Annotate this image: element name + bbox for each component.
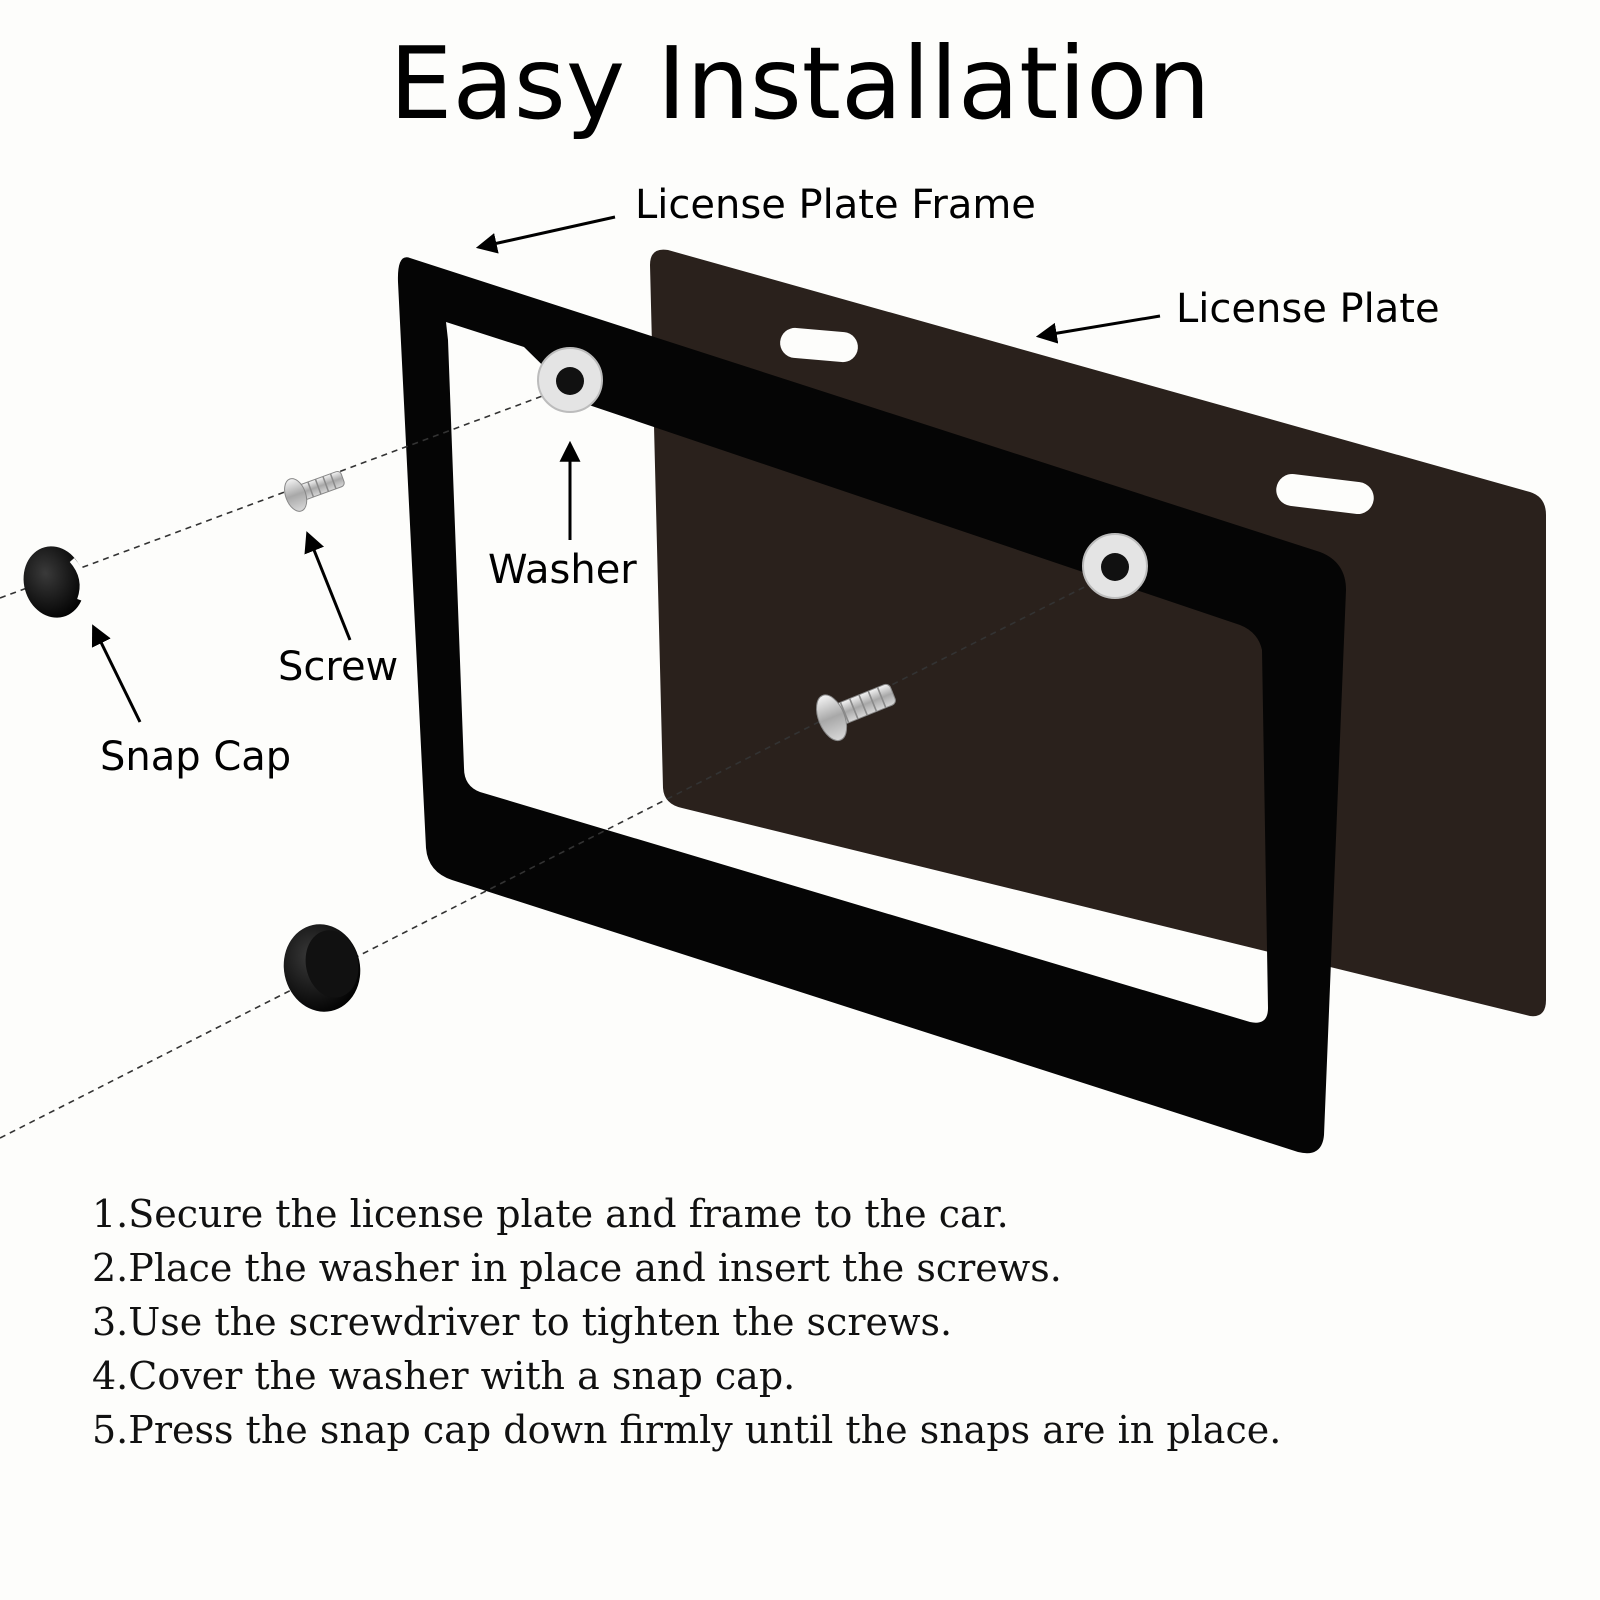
step-4: 4.Cover the washer with a snap cap. — [92, 1354, 795, 1398]
step-1: 1.Secure the license plate and frame to … — [92, 1192, 1009, 1236]
label-snap-cap: Snap Cap — [100, 734, 291, 780]
label-screw: Screw — [278, 644, 398, 690]
screw-arrow — [304, 531, 352, 641]
plate-arrow — [1035, 314, 1161, 344]
snap-cap-arrow — [91, 624, 142, 723]
screw-top — [284, 470, 345, 512]
step-2: 2.Place the washer in place and insert t… — [92, 1246, 1062, 1290]
installation-steps: 1.Secure the license plate and frame to … — [92, 1192, 1281, 1452]
label-license-plate: License Plate — [1176, 286, 1440, 332]
label-license-plate-frame: License Plate Frame — [635, 182, 1036, 228]
license-plate-frame — [397, 257, 1346, 1154]
alignment-threads — [0, 384, 1109, 1139]
step-5: 5.Press the snap cap down firmly until t… — [92, 1408, 1281, 1452]
frame-arrow — [475, 215, 616, 254]
washer-top — [537, 347, 603, 413]
plate-slot-left — [780, 327, 858, 363]
washer-bottom — [1082, 533, 1148, 599]
pointer-arrows — [91, 215, 1161, 723]
page-title: Easy Installation — [389, 25, 1210, 142]
snap-cap-bottom — [283, 924, 361, 1012]
label-washer: Washer — [488, 547, 637, 593]
screw-bottom — [816, 683, 896, 742]
plate-slot-right — [1276, 473, 1374, 515]
step-3: 3.Use the screwdriver to tighten the scr… — [92, 1300, 952, 1344]
snap-cap-top — [23, 546, 86, 618]
